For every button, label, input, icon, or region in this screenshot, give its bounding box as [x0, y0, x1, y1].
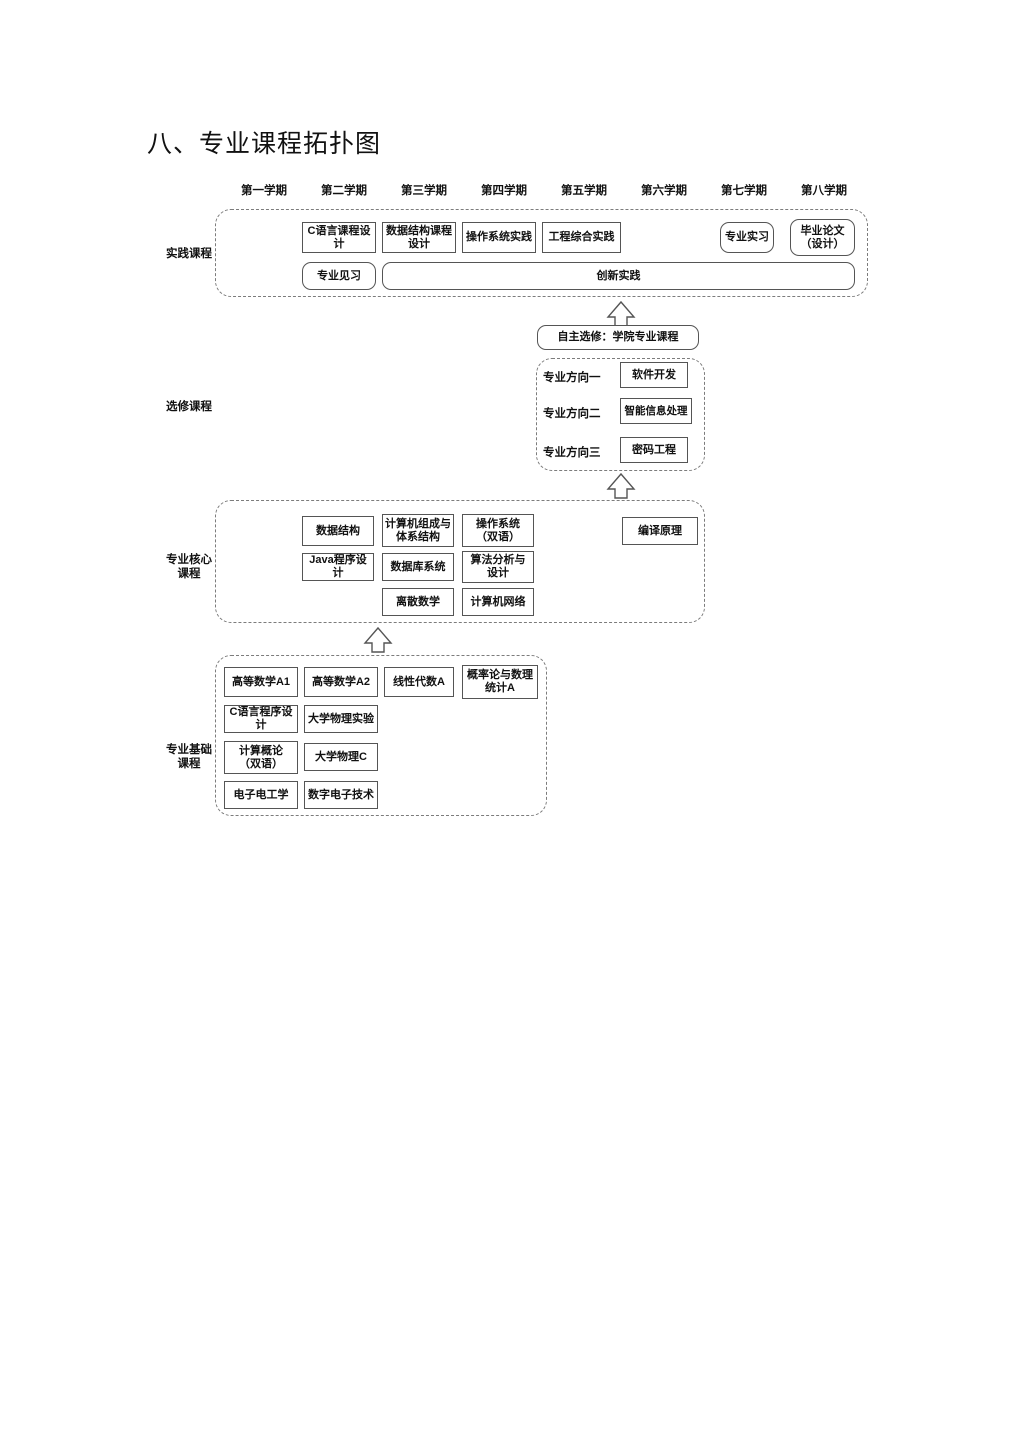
elective-direction-label-2: 专业方向二	[543, 408, 601, 420]
foundation-box-c-programming[interactable]: C语言程序设计	[224, 705, 298, 733]
foundation-box-probability-statistics-a[interactable]: 概率论与数理 统计A	[462, 665, 538, 699]
elective-course-software-development[interactable]: 软件开发	[620, 362, 688, 388]
elective-course-cryptography-engineering[interactable]: 密码工程	[620, 437, 688, 463]
core-courses-group	[215, 500, 705, 623]
semester-header-6: 第六学期	[641, 185, 687, 197]
semester-header-row: 第一学期 第二学期 第三学期 第四学期 第五学期 第六学期 第七学期 第八学期	[0, 182, 1024, 198]
practice-box-ds-course-design[interactable]: 数据结构课程 设计	[382, 222, 456, 253]
core-box-discrete-mathematics[interactable]: 离散数学	[382, 588, 454, 616]
semester-header-1: 第一学期	[241, 185, 287, 197]
foundation-box-digital-electronics[interactable]: 数字电子技术	[304, 781, 378, 809]
foundation-box-university-physics-c[interactable]: 大学物理C	[304, 743, 378, 771]
core-box-database-system[interactable]: 数据库系统	[382, 553, 454, 581]
elective-course-intelligent-info-processing[interactable]: 智能信息处理	[620, 398, 692, 424]
elective-direction-label-1: 专业方向一	[543, 372, 601, 384]
core-box-data-structure[interactable]: 数据结构	[302, 516, 374, 546]
semester-header-7: 第七学期	[721, 185, 767, 197]
semester-header-3: 第三学期	[401, 185, 447, 197]
elective-header-box[interactable]: 自主选修：学院专业课程	[537, 325, 699, 350]
practice-box-professional-observation[interactable]: 专业见习	[302, 262, 376, 290]
practice-box-internship[interactable]: 专业实习	[720, 222, 774, 253]
core-box-algorithm-analysis[interactable]: 算法分析与 设计	[462, 551, 534, 583]
foundation-box-advanced-math-a1[interactable]: 高等数学A1	[224, 667, 298, 697]
category-label-foundation: 专业基础 课程	[166, 744, 212, 770]
category-label-elective: 选修课程	[166, 401, 212, 413]
practice-box-innovation-practice[interactable]: 创新实践	[382, 262, 855, 290]
semester-header-4: 第四学期	[481, 185, 527, 197]
page-title: 八、专业课程拓扑图	[147, 130, 382, 158]
core-box-compiler-principles[interactable]: 编译原理	[622, 517, 698, 545]
category-label-practice: 实践课程	[166, 248, 212, 260]
core-box-computer-network[interactable]: 计算机网络	[462, 588, 534, 616]
foundation-courses-group	[215, 655, 547, 816]
practice-box-engineering-practice[interactable]: 工程综合实践	[542, 222, 621, 253]
semester-header-8: 第八学期	[801, 185, 847, 197]
arrow-foundation-to-core-icon	[363, 626, 393, 654]
semester-header-2: 第二学期	[321, 185, 367, 197]
core-box-computer-organization[interactable]: 计算机组成与 体系结构	[382, 514, 454, 547]
elective-direction-label-3: 专业方向三	[543, 447, 601, 459]
core-box-java-programming[interactable]: Java程序设计	[302, 553, 374, 581]
foundation-box-linear-algebra-a[interactable]: 线性代数A	[384, 667, 454, 697]
category-label-core: 专业核心 课程	[166, 554, 212, 580]
practice-courses-group	[215, 209, 868, 297]
foundation-box-university-physics-lab[interactable]: 大学物理实验	[304, 705, 378, 733]
arrow-elective-to-practice-icon	[606, 300, 636, 328]
practice-box-c-course-design[interactable]: C语言课程设计	[302, 222, 376, 253]
elective-courses-group	[536, 358, 705, 471]
foundation-box-advanced-math-a2[interactable]: 高等数学A2	[304, 667, 378, 697]
core-box-operating-system[interactable]: 操作系统 （双语）	[462, 514, 534, 547]
foundation-box-electrical-engineering[interactable]: 电子电工学	[224, 781, 298, 809]
practice-box-graduation-thesis[interactable]: 毕业论文 （设计）	[790, 219, 855, 256]
foundation-box-computing-introduction[interactable]: 计算概论 （双语）	[224, 741, 298, 774]
semester-header-5: 第五学期	[561, 185, 607, 197]
arrow-core-to-elective-icon	[606, 472, 636, 500]
practice-box-os-practice[interactable]: 操作系统实践	[462, 222, 536, 253]
